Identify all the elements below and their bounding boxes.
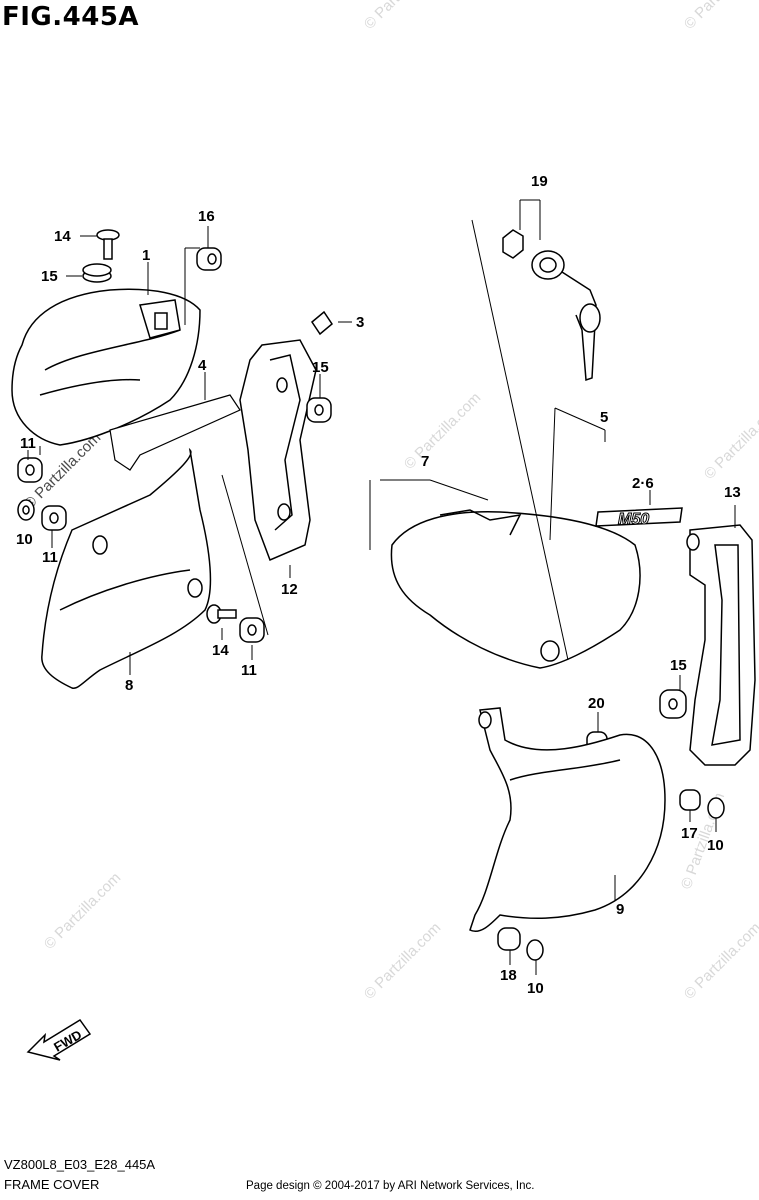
callout-18: 18 [500, 967, 517, 984]
part-14-bolt [206, 604, 237, 624]
callout-16: 16 [198, 208, 215, 225]
watermark: © Partzilla.com [681, 919, 759, 1002]
part-10-screw [17, 499, 35, 521]
callout-9: 9 [616, 901, 624, 918]
callout-15: 15 [670, 657, 687, 674]
part-3-collar [311, 310, 333, 336]
part-15-grommet [306, 397, 332, 423]
part-5-emblem: M50 [595, 507, 683, 529]
callout-10: 10 [707, 837, 724, 854]
callout-17: 17 [681, 825, 698, 842]
part-18-grommet [497, 927, 521, 951]
callout-10: 10 [16, 531, 33, 548]
part-10-screw [526, 939, 544, 961]
callout-14: 14 [212, 642, 229, 659]
watermark: © Partzilla.com [401, 389, 484, 472]
part-11-grommet [239, 617, 265, 643]
part-4-insulator [109, 394, 241, 471]
callout-13: 13 [724, 484, 741, 501]
callout-15: 15 [41, 268, 58, 285]
callout-10: 10 [527, 980, 544, 997]
callout-2-6: 2·6 [632, 475, 654, 492]
part-1-frame-cover-upper [11, 288, 201, 446]
watermark: © Partzilla.com [361, 919, 444, 1002]
part-9-side-cover-right [469, 707, 666, 932]
callout-15: 15 [312, 359, 329, 376]
part-11-grommet [41, 505, 67, 531]
part-11-grommet [17, 457, 43, 483]
emblem-text: M50 [618, 511, 649, 528]
watermark: © Partzilla.com [361, 0, 444, 33]
callout-3: 3 [356, 314, 364, 331]
part-12-bracket [239, 339, 317, 561]
watermark: © Partzilla.com [681, 0, 759, 33]
callout-labels: 14 16 15 1 3 4 15 11 10 11 12 14 11 8 19… [16, 173, 741, 997]
leader-lines [27, 199, 736, 975]
figure-code: VZ800L8_E03_E28_445A [4, 1157, 156, 1172]
callout-8: 8 [125, 677, 133, 694]
callout-14: 14 [54, 228, 71, 245]
watermark: © Partzilla.com [41, 869, 124, 952]
part-15-grommet [82, 263, 112, 283]
callout-1: 1 [142, 247, 150, 264]
callout-11: 11 [42, 549, 58, 566]
part-8-frame-cover-lower [41, 447, 212, 689]
part-13-bracket [686, 524, 756, 766]
part-16-grommet [196, 247, 222, 271]
callout-12: 12 [281, 581, 298, 598]
callout-5: 5 [600, 409, 608, 426]
callout-19: 19 [531, 173, 548, 190]
fwd-arrow: FWD [26, 1018, 92, 1061]
callout-11: 11 [20, 435, 36, 452]
part-10-screw [707, 797, 725, 819]
part-15-grommet [659, 689, 687, 719]
figure-title: FIG.445A [2, 2, 140, 32]
callout-4: 4 [198, 357, 207, 374]
part-19-lock-set [502, 229, 601, 382]
watermark: © Partzilla.com [701, 399, 759, 482]
copyright-notice: Page design © 2004-2017 by ARI Network S… [246, 1180, 535, 1192]
callout-20: 20 [588, 695, 605, 712]
callout-11: 11 [241, 662, 257, 679]
part-17-grommet [679, 789, 701, 811]
callout-7: 7 [421, 453, 429, 470]
part-14-bolt [96, 229, 120, 260]
part-7-side-cover-left [390, 509, 641, 669]
figure-name: FRAME COVER [4, 1177, 100, 1192]
